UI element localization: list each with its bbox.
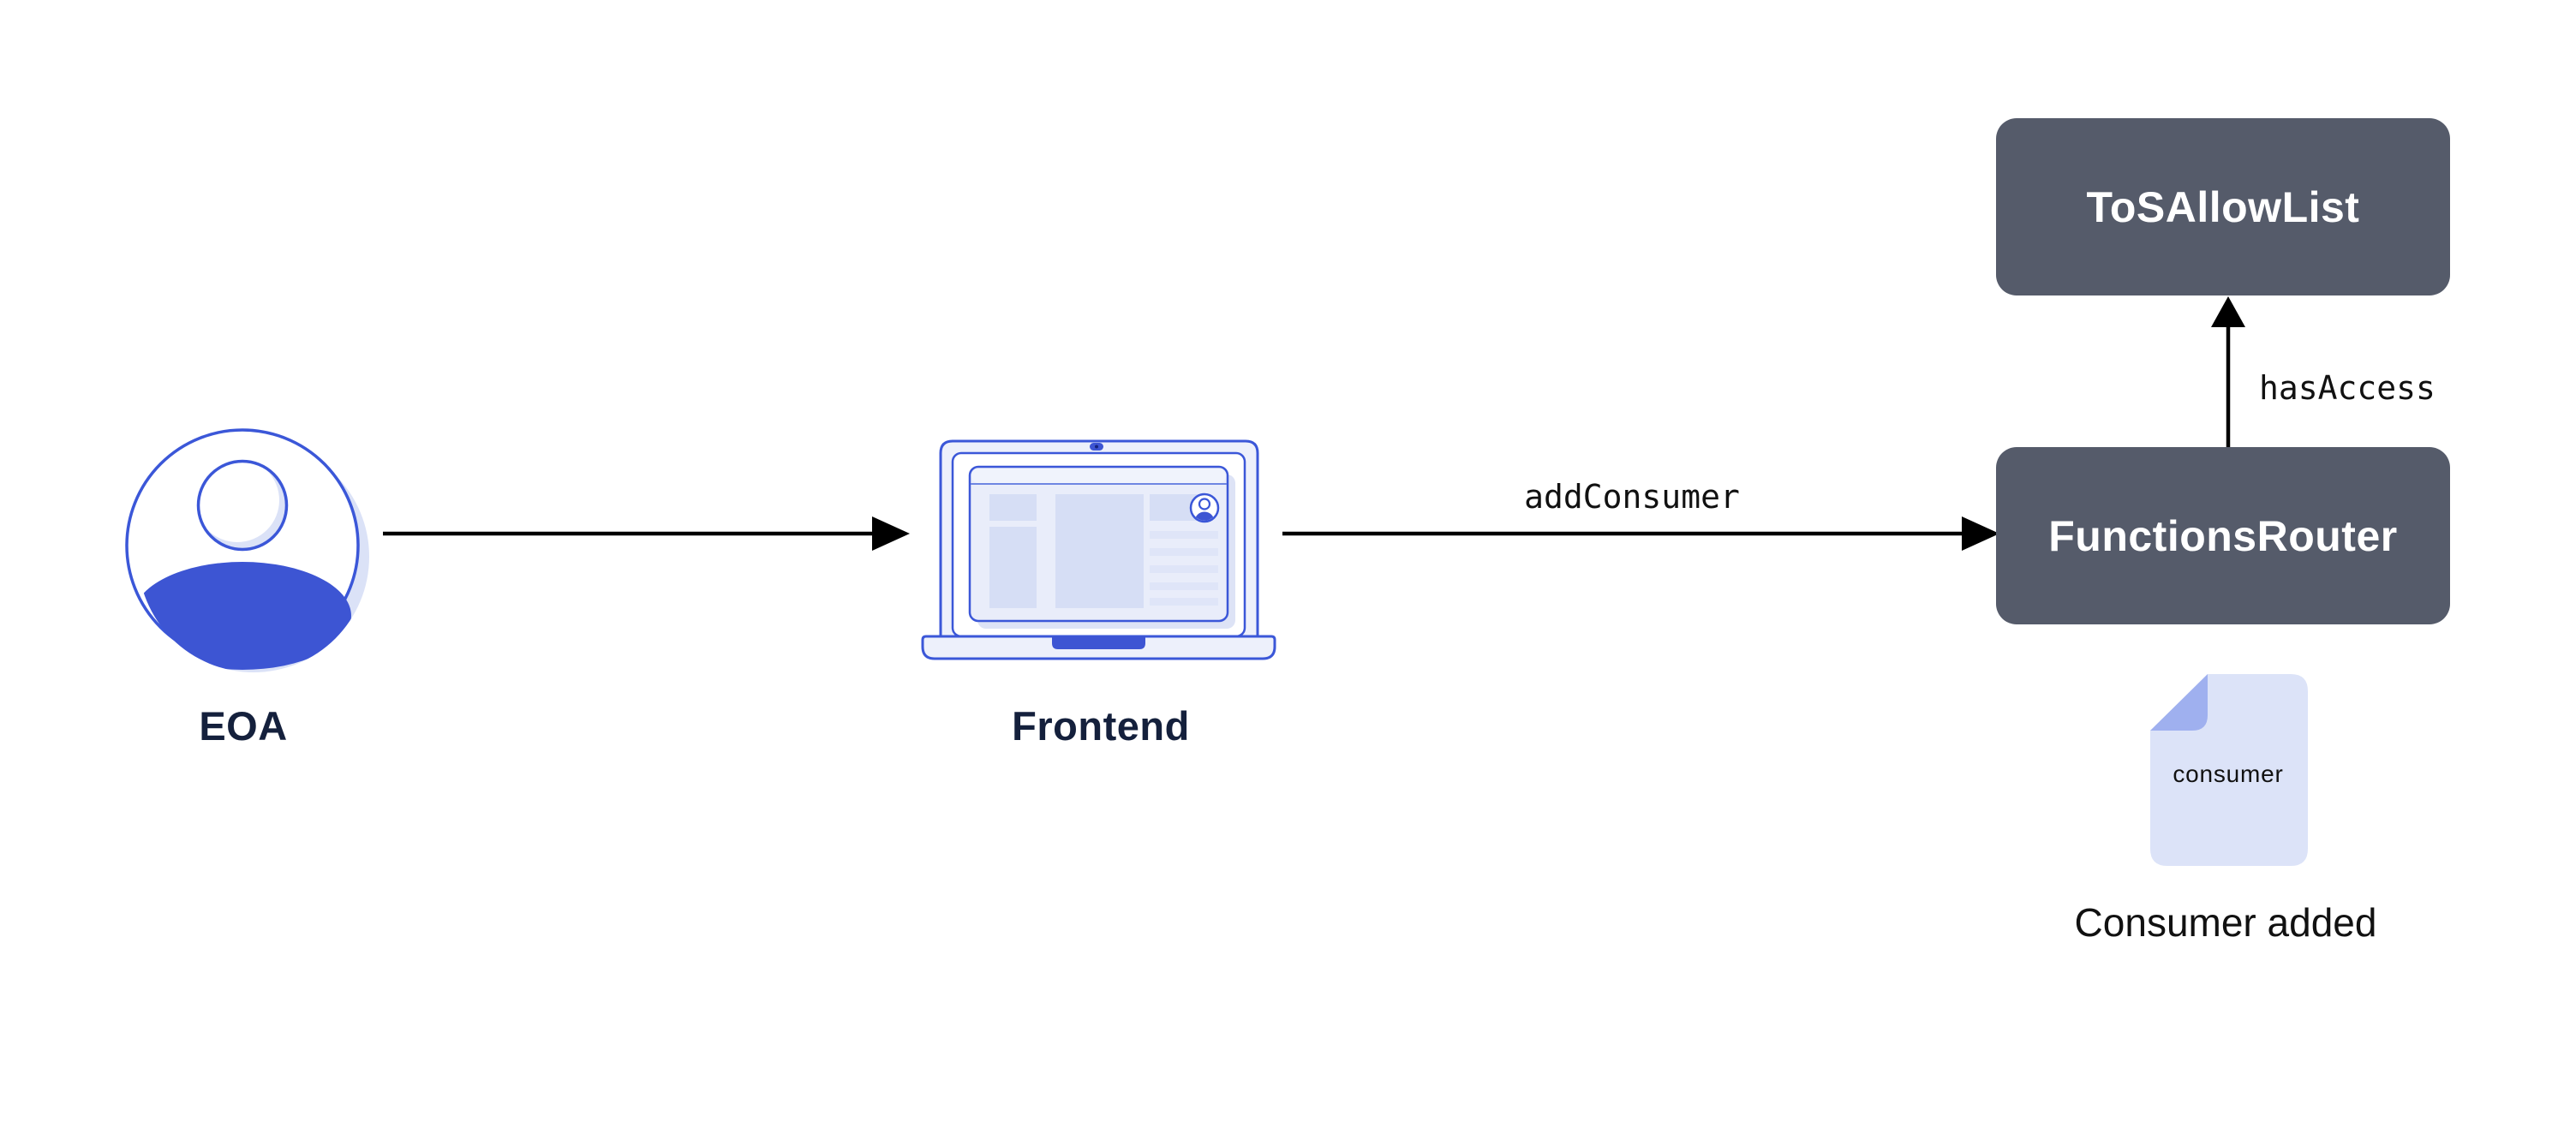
node-tos-allow-list: ToSAllowList (1996, 118, 2450, 295)
content-block (989, 527, 1037, 608)
laptop-camera-dot (1095, 445, 1098, 449)
laptop-base-notch (1052, 636, 1145, 649)
browser-avatar-head (1198, 498, 1211, 510)
node-eoa-label: EOA (199, 703, 288, 749)
edge-label-addconsumer: addConsumer (1524, 478, 1740, 516)
content-row (1150, 548, 1218, 556)
consumer-added-caption: Consumer added (2074, 900, 2377, 945)
content-row (1150, 598, 1218, 606)
content-row (1150, 582, 1218, 590)
content-row (1150, 531, 1218, 539)
content-block (1055, 494, 1144, 608)
arrow-up-icon (2211, 296, 2245, 447)
content-row (1150, 565, 1218, 573)
node-functions-router-label: FunctionsRouter (2048, 511, 2398, 560)
arrow-right-icon (383, 516, 910, 551)
node-frontend-label: Frontend (1012, 703, 1190, 749)
document-text: consumer (2173, 761, 2284, 787)
avatar-head-outline (196, 459, 289, 552)
avatar-head (198, 461, 287, 550)
arrow-right-icon (1282, 516, 1999, 551)
edge-label-hasaccess: hasAccess (2259, 369, 2436, 407)
browser-avatar-body (1194, 511, 1215, 521)
content-block (989, 494, 1037, 521)
arrow-head (2211, 296, 2245, 327)
avatar-body-shape (138, 562, 351, 670)
arrow-head (872, 516, 910, 551)
user-avatar-icon (125, 428, 369, 672)
node-functions-router: FunctionsRouter (1996, 447, 2450, 624)
document-icon (2150, 674, 2308, 866)
laptop-icon (921, 439, 1276, 660)
document-fold-corner (2150, 674, 2208, 731)
browser-top-bar (971, 469, 1226, 483)
node-tos-allow-list-label: ToSAllowList (2086, 182, 2360, 231)
arrow-head (1962, 516, 1999, 551)
